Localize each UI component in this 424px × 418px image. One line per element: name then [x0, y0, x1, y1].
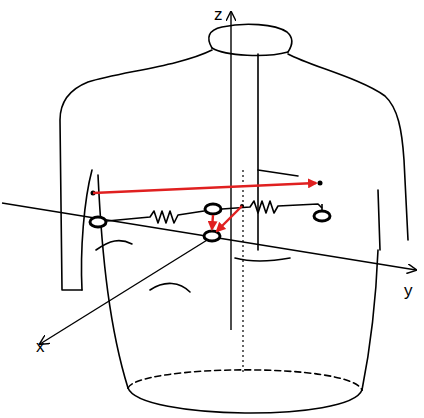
axis-label: x — [36, 338, 45, 355]
axis-label: z — [214, 6, 223, 23]
axis-label: y — [404, 282, 413, 299]
